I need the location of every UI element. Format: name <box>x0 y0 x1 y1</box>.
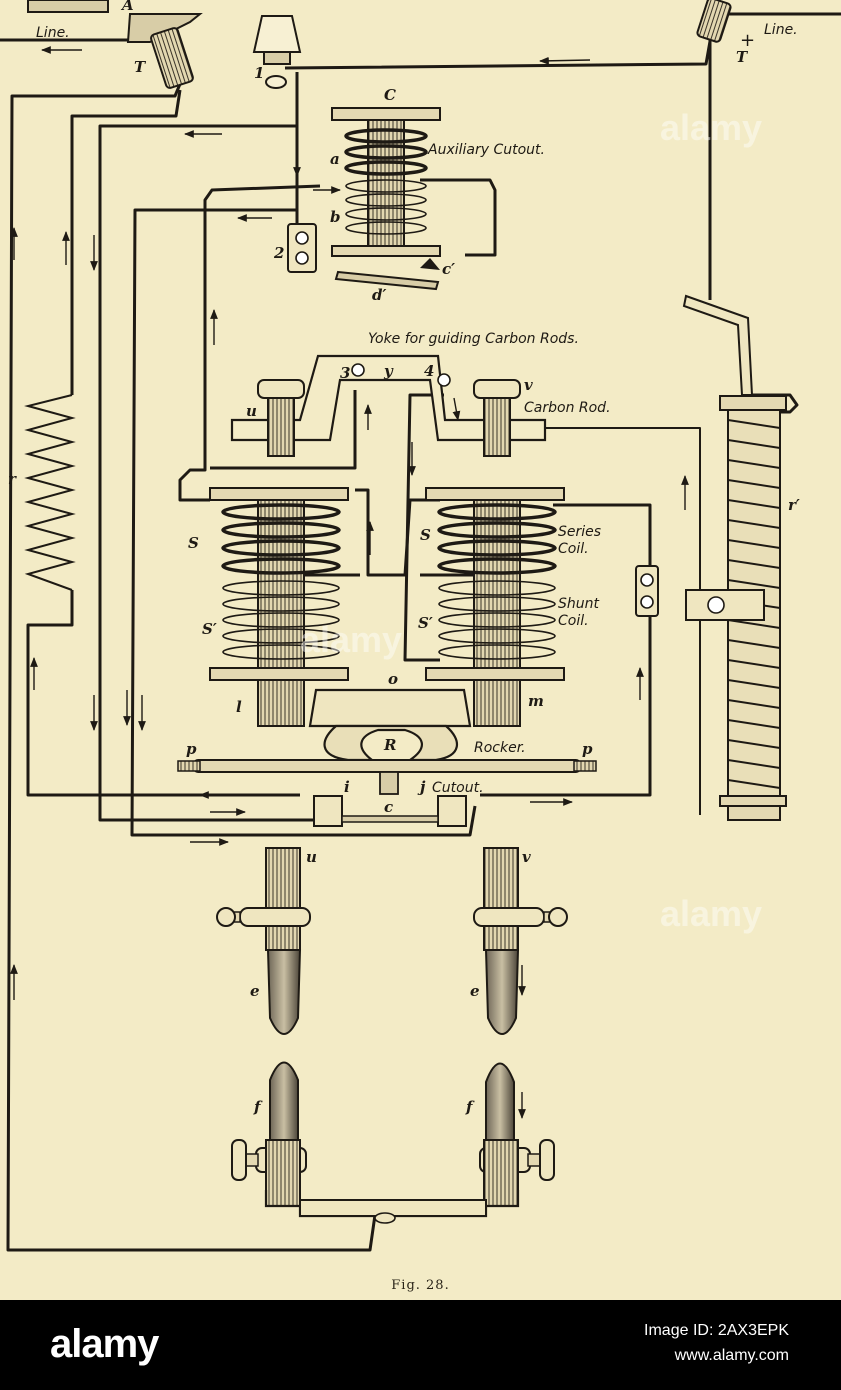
figure-caption: Fig. 28. <box>391 1278 450 1293</box>
connector-block-2 <box>287 223 317 273</box>
lower-carbon-right <box>479 1062 555 1207</box>
coil-right <box>425 487 565 727</box>
wire-resistor-return <box>26 590 300 797</box>
wire-inner-loop-2 <box>130 208 477 837</box>
rod-holder-u <box>257 379 305 457</box>
wire-outer-left <box>6 83 377 1252</box>
label-j: j <box>417 778 426 796</box>
label-v: v <box>524 376 533 394</box>
label-c-small: c <box>384 798 393 816</box>
label-terminal-right: T <box>736 48 749 66</box>
label-line-right: Line. <box>764 22 798 38</box>
rod-holder-v <box>473 379 521 457</box>
label-e-right: e <box>470 982 480 1000</box>
watermark-1: alamy <box>660 107 762 148</box>
stock-image-id: Image ID: 2AX3EPK <box>644 1322 789 1339</box>
label-i: i <box>344 778 350 796</box>
label-cutout: Cutout. <box>432 780 484 796</box>
yoke <box>230 354 547 442</box>
wire-series-mid <box>355 488 440 577</box>
label-y: y <box>383 362 394 380</box>
label-R: R <box>383 736 396 754</box>
label-S-left: S <box>188 534 199 552</box>
stock-footer-bar: alamy Image ID: 2AX3EPK www.alamy.com <box>0 1300 841 1390</box>
label-S-prime-right: S′ <box>418 614 433 632</box>
label-r-prime: r′ <box>788 496 800 514</box>
label-c-prime: c′ <box>442 260 455 278</box>
label-plus: + <box>740 30 755 51</box>
label-l: l <box>236 698 242 716</box>
label-4: 4 <box>424 362 434 380</box>
arc-lamp-wiring-diagram: Line. Line. + T T A 1 2 C a b c′ d′ Auxi… <box>0 0 841 1252</box>
stock-url: www.alamy.com <box>674 1347 789 1364</box>
label-carbon-rod: Carbon Rod. <box>524 400 611 416</box>
rocker <box>177 688 597 795</box>
resistance-r-prime <box>682 294 787 821</box>
label-terminal-top: A <box>120 0 134 14</box>
label-v-lower: v <box>522 848 531 866</box>
wire-to-resistor <box>70 89 182 395</box>
wire-series-right <box>480 503 652 797</box>
label-yoke: Yoke for guiding Carbon Rods. <box>368 331 579 347</box>
label-shunt-coil: Shunt Coil. <box>558 596 599 629</box>
wire-yoke-right <box>403 393 444 662</box>
label-u-lower: u <box>306 848 317 866</box>
label-block-2: 2 <box>273 244 284 262</box>
label-b: b <box>330 208 341 226</box>
label-m: m <box>528 692 544 710</box>
label-o: o <box>388 670 398 688</box>
coil-left <box>209 487 349 727</box>
binding-post-1 <box>252 15 302 89</box>
stock-logo: alamy <box>50 1322 159 1366</box>
label-e-left: e <box>250 982 260 1000</box>
label-p-right: p <box>582 740 593 758</box>
label-p-left: p <box>186 740 197 758</box>
label-terminal-left: T <box>134 58 147 76</box>
wiring <box>0 12 841 1252</box>
upper-carbon-right <box>473 847 568 1035</box>
label-u: u <box>246 402 257 420</box>
auxiliary-cutout-coil <box>331 107 441 291</box>
label-a: a <box>330 150 340 168</box>
label-S-right: S <box>420 526 431 544</box>
connector-block-right <box>635 565 659 617</box>
wire-aux-right <box>420 178 497 257</box>
label-S-prime-left: S′ <box>202 620 217 638</box>
label-d-prime: d′ <box>372 286 386 304</box>
label-rocker: Rocker. <box>474 740 526 756</box>
lower-carbon-left <box>231 1061 307 1207</box>
watermark-2: alamy <box>660 893 762 934</box>
label-series-coil-wrap: Series Coil. <box>558 524 602 557</box>
wire-inner-loop-1 <box>98 124 318 822</box>
label-f-left: f <box>253 1098 263 1116</box>
watermark-3: alamy <box>300 619 402 660</box>
label-auxiliary-cutout: Auxiliary Cutout. <box>427 142 545 158</box>
label-f-right: f <box>465 1098 475 1116</box>
wire-aux-loop <box>178 184 321 502</box>
label-post-1: 1 <box>254 64 264 82</box>
upper-carbon-left <box>216 847 311 1035</box>
wire-yoke-left <box>210 390 357 470</box>
label-C: C <box>384 86 396 104</box>
wire-carbon-rod <box>545 427 701 815</box>
label-series-coil: Series Coil. <box>558 524 602 557</box>
diagram-plate: Line. Line. + T T A 1 2 C a b c′ d′ Auxi… <box>0 0 841 1252</box>
label-3: 3 <box>340 364 350 382</box>
lower-yoke-bar <box>299 1199 487 1217</box>
terminal-line-right <box>696 0 732 43</box>
terminal-line-left <box>27 0 203 89</box>
cutout-switch <box>313 795 467 827</box>
current-arrows <box>10 46 689 1119</box>
label-shunt-coil-wrap: Shunt Coil. <box>558 596 599 629</box>
label-line-left: Line. <box>36 25 70 41</box>
resistor-r <box>24 394 76 591</box>
wire-terminal-1 <box>284 29 714 70</box>
label-r: r <box>8 470 17 488</box>
